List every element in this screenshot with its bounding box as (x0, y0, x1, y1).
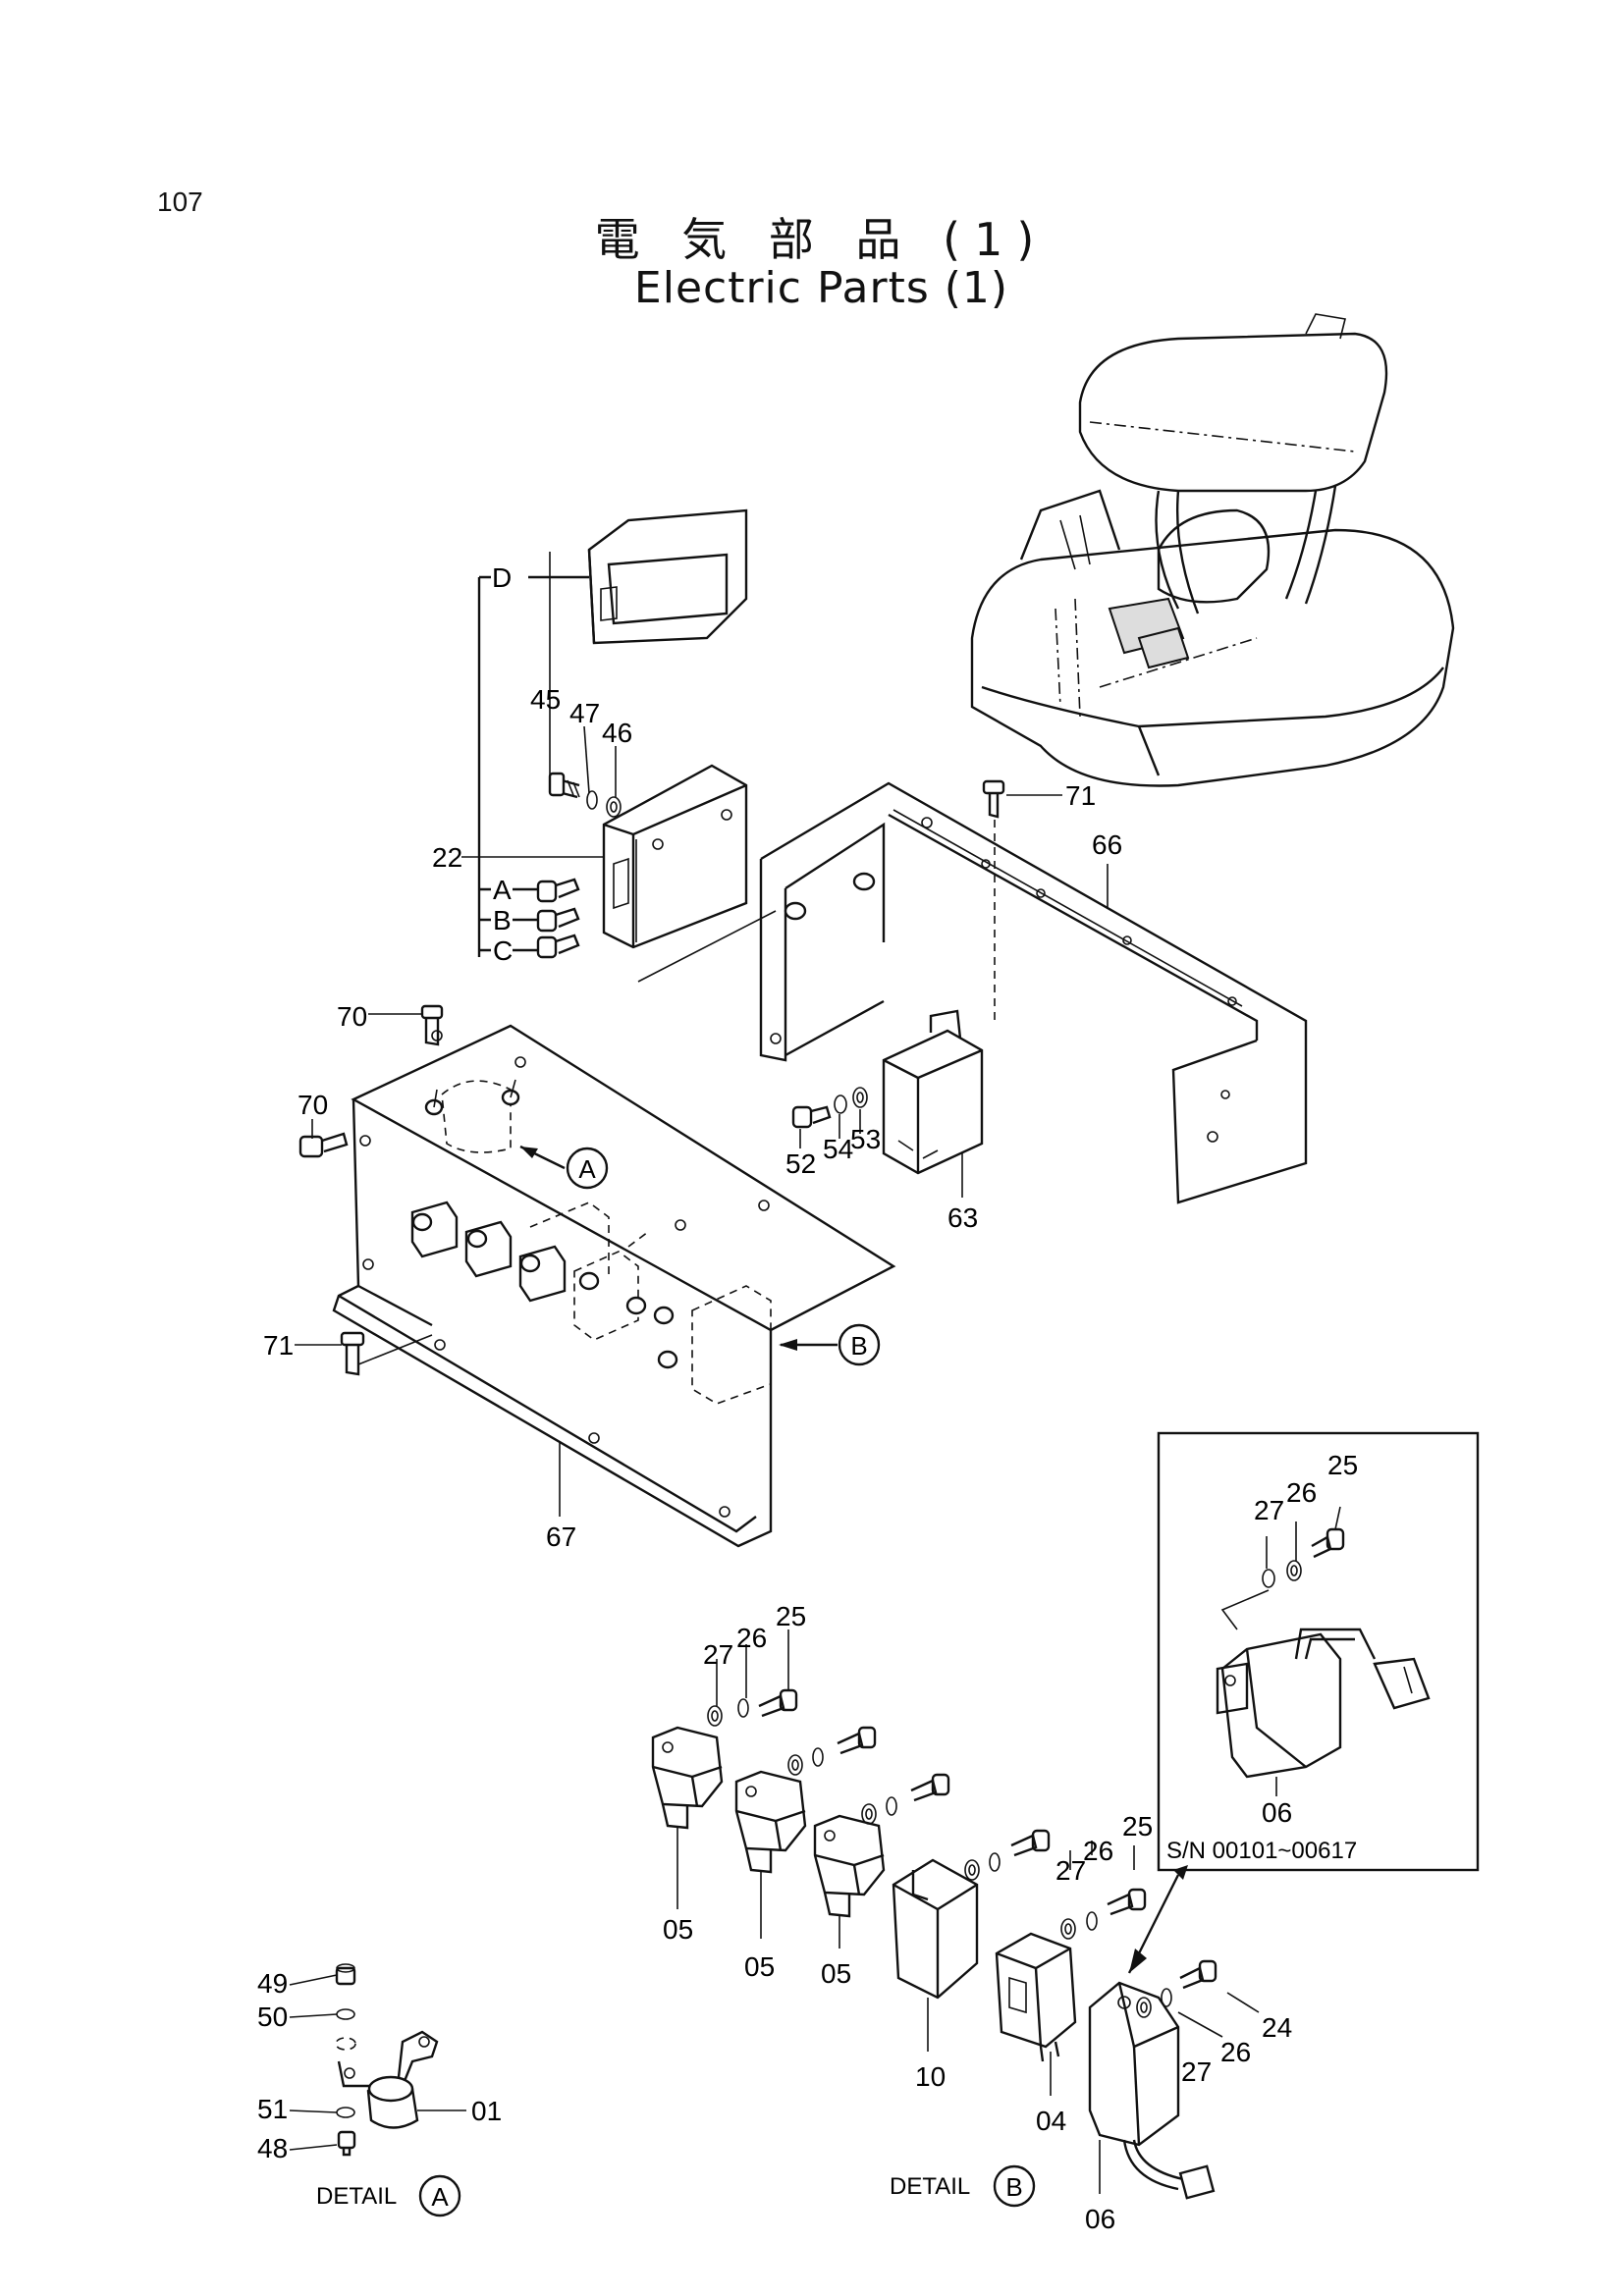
part-10-label: 10 (915, 2061, 946, 2092)
part-27-sn-label: 27 (1254, 1495, 1284, 1525)
bracket-letter-c: C (493, 935, 513, 966)
part-66-label: 66 (1092, 829, 1122, 860)
relay-05-b (734, 1770, 807, 1874)
part-49-label: 49 (257, 1968, 288, 1999)
serial-number-detail-box (1157, 1431, 1480, 1872)
bolt-45-washers (548, 772, 622, 818)
part-26-relay-label: 26 (736, 1623, 767, 1653)
bracket-66 (637, 781, 1308, 1204)
relay-05-c (813, 1814, 886, 1918)
part-05-a-label: 05 (663, 1914, 693, 1945)
part-25-lower-label: 25 (1122, 1811, 1153, 1842)
callout-b: B (779, 1323, 881, 1366)
part-63-label: 63 (947, 1202, 978, 1233)
part-25-relay-label: 25 (776, 1601, 806, 1631)
part-53-label: 53 (850, 1124, 881, 1154)
relay-leaders (676, 1506, 1341, 2194)
part-70-left-label: 70 (298, 1090, 328, 1120)
part-24-label: 24 (1262, 2012, 1292, 2043)
cover-d (587, 508, 748, 645)
part-27-lower-label: 27 (1055, 1855, 1086, 1886)
part-labels: 45 47 46 22 71 66 70 70 52 54 53 63 71 6… (257, 684, 1358, 2234)
part-51-label: 51 (257, 2094, 288, 2124)
detail-a-assembly (289, 1963, 466, 2157)
part-27-right-label: 27 (1181, 2056, 1212, 2087)
leader-lines (295, 552, 1109, 1517)
part-05-c-label: 05 (821, 1958, 851, 1989)
title-english: Electric Parts (1) (633, 263, 1009, 313)
detail-a-text: DETAIL (316, 2183, 397, 2210)
bracket-letter-a: A (493, 875, 512, 905)
part-26-right-label: 26 (1220, 2037, 1251, 2067)
part-26-lower-label: 26 (1083, 1836, 1113, 1866)
bolt-70-left (298, 1132, 349, 1158)
part-48-label: 48 (257, 2133, 288, 2163)
part-70-top-label: 70 (337, 1001, 367, 1032)
part-04-label: 04 (1036, 2106, 1066, 2136)
unit-63 (882, 1009, 984, 1175)
bracket-letter-labels: D A B C (492, 562, 513, 966)
module-06-lower (1088, 1981, 1216, 2200)
bolt-52-washers (791, 1087, 868, 1129)
part-47-label: 47 (569, 698, 600, 728)
unit-10 (892, 1858, 979, 2000)
bolt-71-top (982, 779, 1005, 1021)
part-06-lower-label: 06 (1085, 2204, 1115, 2234)
detail-b-caption: DETAIL B (890, 2164, 1036, 2208)
part-71-left-label: 71 (263, 1330, 294, 1361)
detail-a-caption: DETAIL A (316, 2174, 461, 2217)
part-45-label: 45 (530, 684, 561, 715)
bracket-leader (477, 575, 589, 957)
callout-a: A (519, 1145, 609, 1190)
title-japanese: 電 気 部 品 (1) (594, 213, 1049, 266)
part-06-sn-label: 06 (1262, 1797, 1292, 1828)
detail-a-ref: A (431, 2182, 449, 2212)
relay-hardware (707, 1688, 1217, 2018)
bracket-letter-b: B (493, 905, 512, 935)
part-50-label: 50 (257, 2002, 288, 2032)
bracket-letter-d: D (492, 562, 512, 593)
part-26-sn-label: 26 (1286, 1477, 1317, 1508)
page-number: 107 (157, 187, 203, 217)
part-27-relay-label: 27 (703, 1639, 733, 1670)
bolts-abc (536, 878, 580, 959)
part-71-top-label: 71 (1065, 780, 1096, 811)
serial-number-note: S/N 00101~00617 (1166, 1838, 1357, 1864)
part-52-label: 52 (785, 1148, 816, 1179)
part-67-label: 67 (546, 1522, 576, 1552)
controller-22 (602, 764, 748, 949)
part-22-label: 22 (432, 842, 462, 873)
part-54-label: 54 (823, 1134, 853, 1164)
part-25-sn-label: 25 (1327, 1450, 1358, 1480)
bolt-71-left (340, 1331, 433, 1376)
part-46-label: 46 (602, 718, 632, 748)
detail-b-text: DETAIL (890, 2173, 970, 2200)
part-05-b-label: 05 (744, 1951, 775, 1982)
callout-b-label: B (850, 1331, 867, 1361)
detail-b-ref: B (1005, 2172, 1022, 2202)
plate-67 (332, 1024, 896, 1548)
relay-04 (995, 1932, 1077, 2062)
excavator-cab-illustration (970, 313, 1455, 787)
relay-05-a (651, 1726, 724, 1830)
part-01-label: 01 (471, 2096, 502, 2126)
callout-a-label: A (578, 1154, 596, 1184)
bolt-70-top (420, 1004, 444, 1046)
